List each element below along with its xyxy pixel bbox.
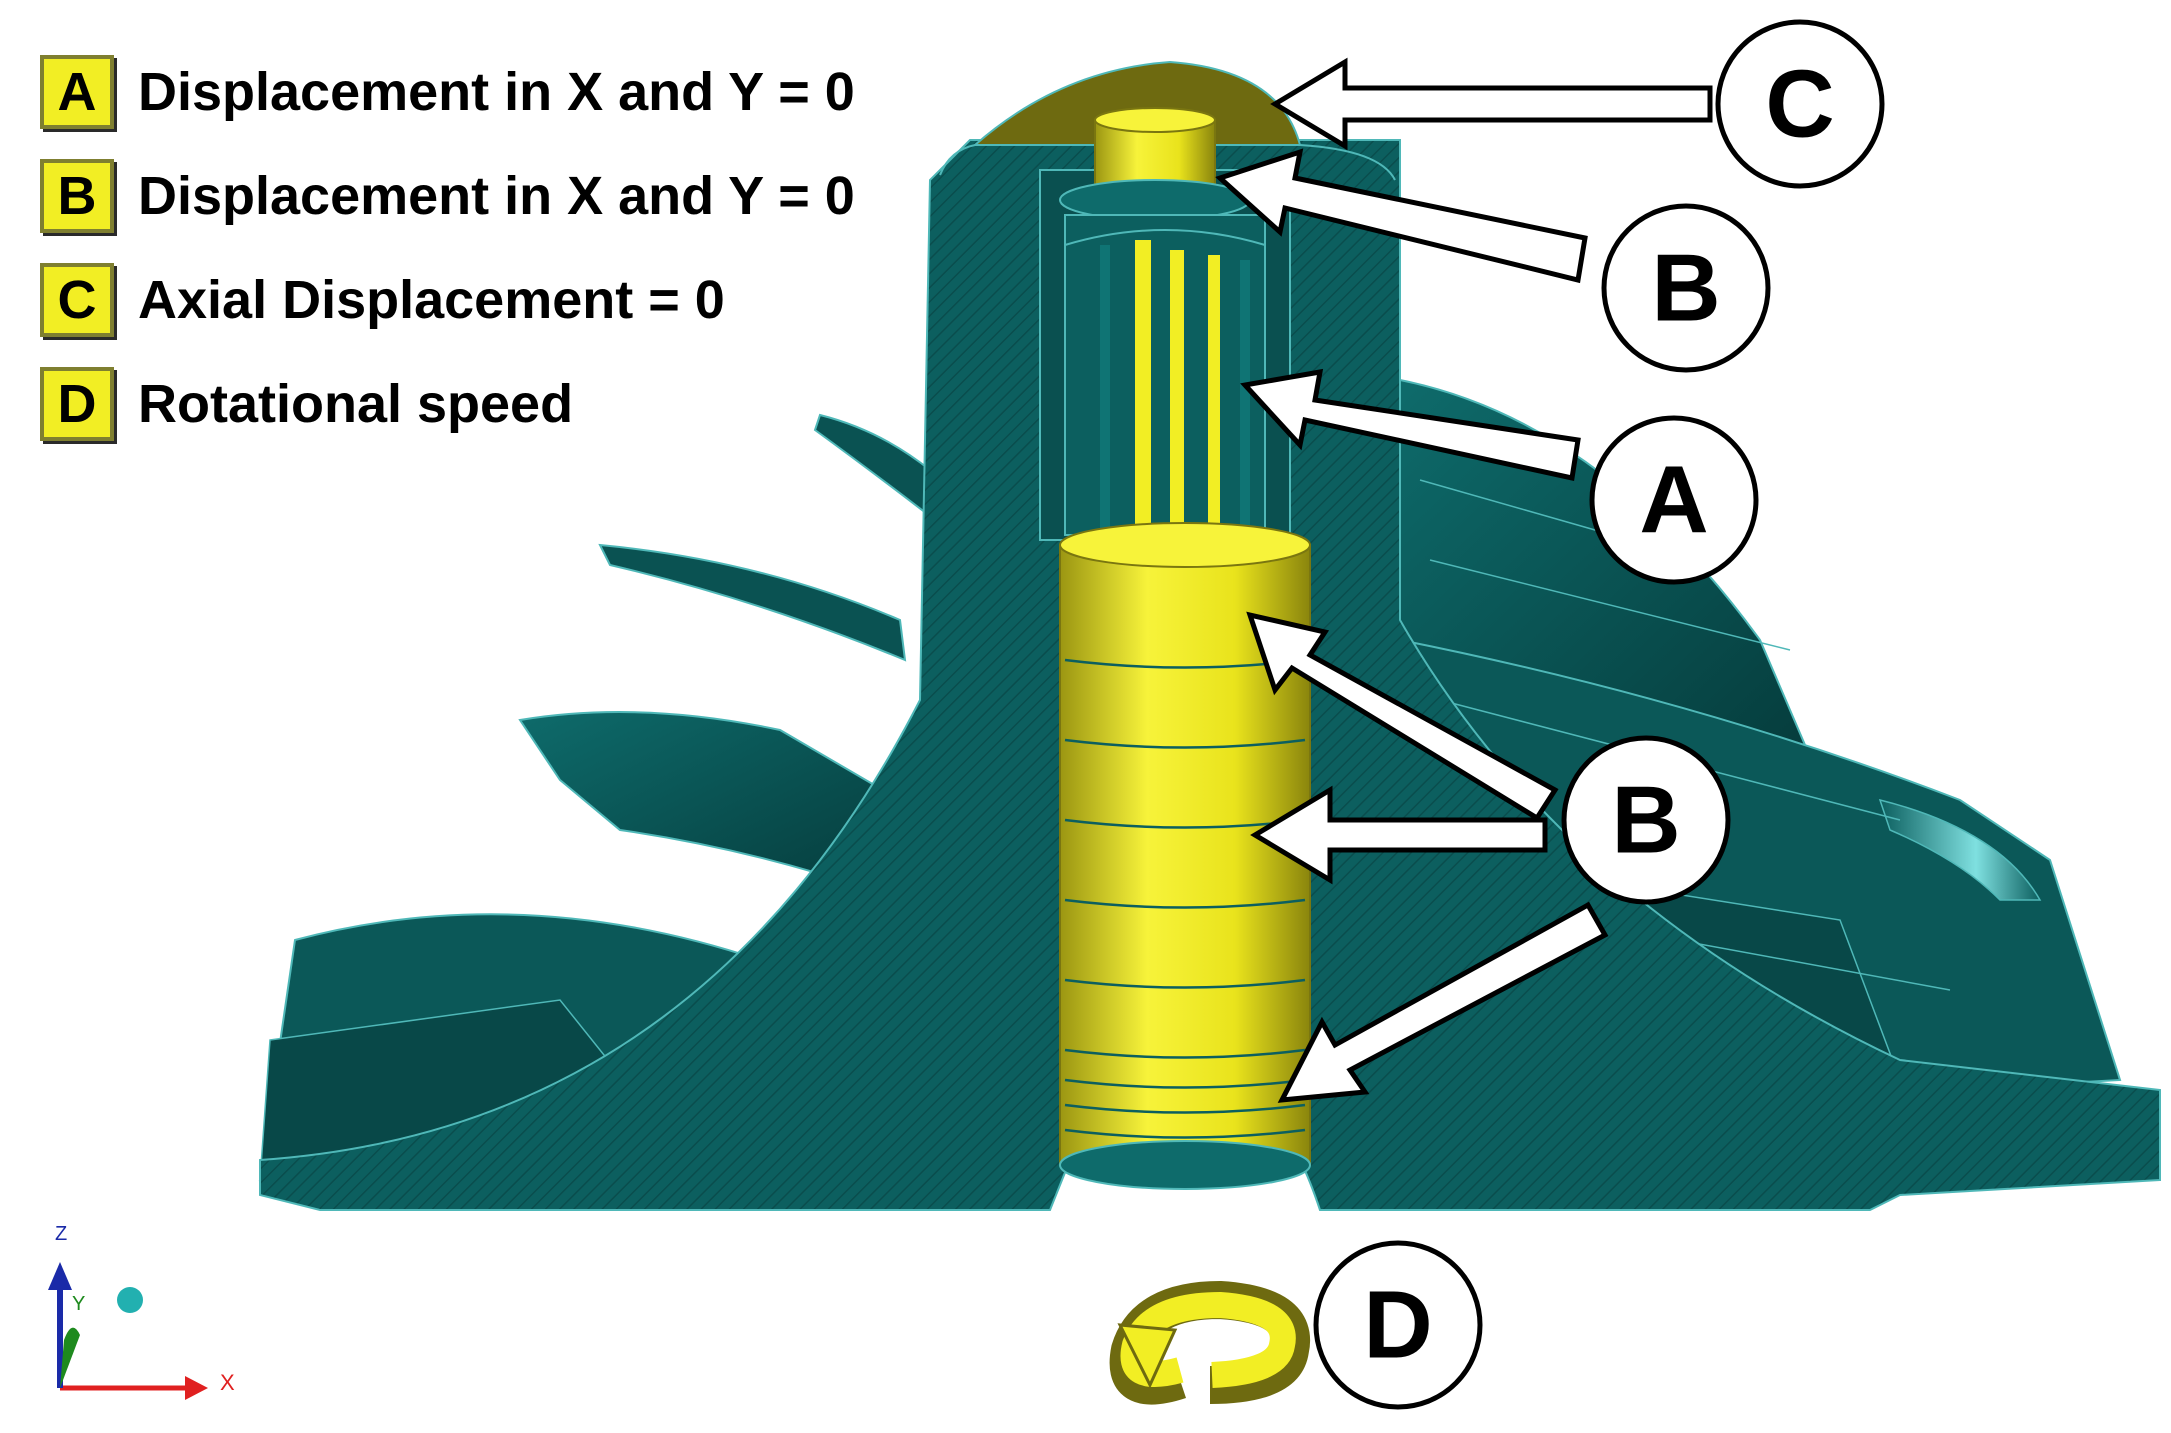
callout-a-label: A	[1639, 447, 1708, 554]
spline-a	[1064, 214, 1266, 536]
legend-text-c: Axial Displacement = 0	[138, 270, 725, 330]
legend-text-b: Displacement in X and Y = 0	[138, 166, 855, 226]
arrow-to-a	[1240, 368, 1581, 482]
arrow-to-b-lower-3	[1277, 901, 1609, 1103]
callout-b-lower-label: B	[1611, 767, 1680, 874]
axis-x-label: X	[220, 1370, 235, 1395]
arrow-to-c	[1270, 57, 1713, 151]
callout-b-upper: B	[1601, 203, 1771, 373]
callout-d-label: D	[1363, 1272, 1432, 1379]
callout-b-lower: B	[1561, 735, 1731, 905]
arrow-to-b-lower-2	[1250, 785, 1548, 885]
legend-key-c: C	[40, 263, 114, 337]
callout-a: A	[1589, 415, 1759, 585]
callout-c-label: C	[1765, 51, 1834, 158]
legend-text-a: Displacement in X and Y = 0	[138, 62, 855, 122]
axis-z-label: Z	[55, 1223, 67, 1245]
callout-b-upper-label: B	[1651, 235, 1720, 342]
rotation-arrow-icon	[1109, 1280, 1311, 1405]
arrow-to-b-upper	[1215, 148, 1588, 284]
impeller-blades-left	[258, 413, 937, 1182]
legend-key-a: A	[40, 55, 114, 129]
legend-key-b: B	[40, 159, 114, 233]
legend-item-b: B Displacement in X and Y = 0	[40, 144, 855, 248]
callout-c: C	[1715, 19, 1885, 189]
legend: A Displacement in X and Y = 0 B Displace…	[40, 40, 855, 456]
callout-d: D	[1313, 1240, 1483, 1410]
legend-item-c: C Axial Displacement = 0	[40, 248, 855, 352]
arrow-to-b-lower-1	[1246, 611, 1559, 822]
callout-arrows	[1215, 57, 1713, 1103]
legend-item-a: A Displacement in X and Y = 0	[40, 40, 855, 144]
legend-key-d: D	[40, 367, 114, 441]
legend-text-d: Rotational speed	[138, 374, 574, 434]
legend-item-d: D Rotational speed	[40, 352, 855, 456]
axis-y-label: Y	[72, 1293, 85, 1315]
axis-triad-icon: X Y Z	[48, 1223, 235, 1400]
